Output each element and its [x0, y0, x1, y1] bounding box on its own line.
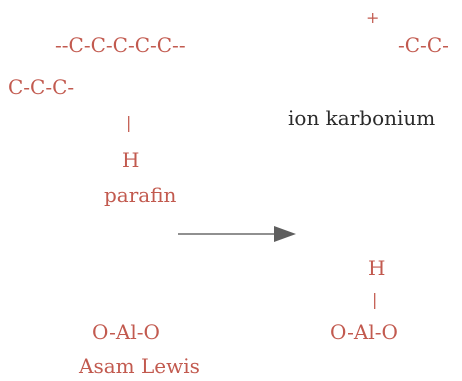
- lewis-acid-label: Asam Lewis: [79, 354, 200, 378]
- carbonium-fragment: -C-C-: [398, 33, 449, 57]
- carbonium-ion-label: ion karbonium: [288, 106, 436, 130]
- paraffin-chain-middle: C-C-C-: [8, 75, 75, 99]
- catalyst-bond: |: [372, 290, 378, 309]
- positive-charge: +: [366, 8, 380, 27]
- paraffin-bond: |: [126, 113, 132, 132]
- catalyst-hydrogen: H: [368, 256, 386, 280]
- right-arrow-icon: [178, 226, 296, 242]
- paraffin-label: parafin: [104, 183, 177, 207]
- protonated-catalyst-formula: O-Al-O: [330, 320, 398, 344]
- lewis-acid-formula: O-Al-O: [92, 320, 160, 344]
- paraffin-chain-top: --C-C-C-C-C--: [55, 33, 186, 57]
- paraffin-hydrogen: H: [122, 148, 140, 172]
